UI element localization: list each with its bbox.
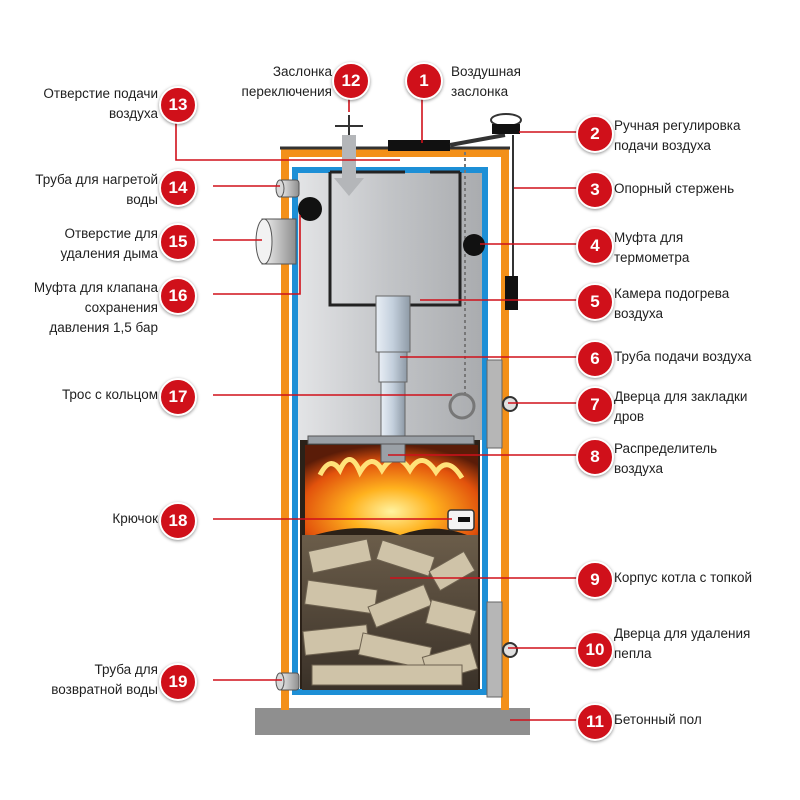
label-thermometer-socket: Муфта для термометра <box>614 230 690 265</box>
ash-door-handle <box>502 642 518 658</box>
label-air-inlet: Отверстие подачи воздуха <box>43 86 158 121</box>
firewood-logs <box>302 538 479 686</box>
callout-badge-12: 12 <box>332 62 370 100</box>
callout-badge-11: 11 <box>576 703 614 741</box>
hot-water-pipe-end <box>275 179 285 198</box>
air-inflow-arrow <box>334 135 364 196</box>
label-smoke-outlet: Отверстие для удаления дыма <box>60 226 159 261</box>
callout-badge-10: 10 <box>576 631 614 669</box>
label-concrete-floor: Бетонный пол <box>614 712 702 727</box>
hook-slot <box>458 517 470 522</box>
cable-ring <box>448 392 476 420</box>
label-switching-damper: Заслонка переключения <box>241 64 332 99</box>
manual-adjust-collar <box>492 124 520 134</box>
rod-weight <box>505 276 518 310</box>
label-return-water-pipe: Труба для возвратной воды <box>51 662 158 697</box>
callout-badge-9: 9 <box>576 561 614 599</box>
return-water-pipe-end <box>275 672 285 691</box>
label-cable-with-ring: Трос с кольцом <box>61 387 158 402</box>
label-air-distributor: Распределитель воздуха <box>614 441 718 476</box>
label-air-damper: Воздушная заслонка <box>451 64 521 99</box>
ash-door <box>486 601 503 698</box>
callout-badge-19: 19 <box>159 663 197 701</box>
label-firewood-door: Дверца для закладки дров <box>614 389 748 424</box>
outer-jacket <box>281 149 509 710</box>
callout-badge-15: 15 <box>159 223 197 261</box>
label-hot-water-pipe: Труба для нагретой воды <box>35 172 158 207</box>
air-pipe-upper <box>375 295 411 353</box>
callout-badge-6: 6 <box>576 340 614 378</box>
callout-badge-4: 4 <box>576 227 614 265</box>
label-support-rod: Опорный стержень <box>614 181 735 196</box>
label-ash-door: Дверца для удаления пепла <box>614 626 751 661</box>
label-air-preheat-chamber: Камера подогрева воздуха <box>614 286 730 321</box>
callout-badge-2: 2 <box>576 115 614 153</box>
leader-lines <box>175 96 578 721</box>
firewood-door-handle <box>502 396 518 412</box>
callout-badge-1: 1 <box>405 62 443 100</box>
callout-badge-17: 17 <box>159 378 197 416</box>
label-pressure-valve-socket: Муфта для клапана сохранения давления 1,… <box>33 280 158 335</box>
air-distributor <box>307 435 475 445</box>
firewood-door <box>486 359 503 449</box>
damper-lever <box>449 133 506 147</box>
callout-badge-3: 3 <box>576 171 614 209</box>
callout-badge-18: 18 <box>159 502 197 540</box>
flame-tongues <box>317 456 465 480</box>
inner-wall <box>292 167 488 695</box>
leader-line-16 <box>213 215 301 295</box>
label-boiler-body: Корпус котла с топкой <box>614 570 753 585</box>
pressure-valve-socket <box>298 197 322 221</box>
thermometer-socket <box>463 234 485 256</box>
callout-badge-14: 14 <box>159 169 197 207</box>
callout-badge-13: 13 <box>159 86 197 124</box>
callout-badge-7: 7 <box>576 386 614 424</box>
label-air-supply-pipe: Труба подачи воздуха <box>614 349 752 364</box>
air-distributor-nozzle <box>380 443 406 463</box>
callout-badge-5: 5 <box>576 283 614 321</box>
air-pipe-lower <box>380 381 406 441</box>
label-manual-air-control: Ручная регулировка подачи воздуха <box>614 118 741 153</box>
callout-badge-16: 16 <box>159 277 197 315</box>
label-hook: Крючок <box>112 511 158 526</box>
callout-badge-8: 8 <box>576 438 614 476</box>
smoke-outlet-opening <box>255 218 273 265</box>
air-damper <box>388 140 450 151</box>
concrete-floor <box>255 708 530 735</box>
